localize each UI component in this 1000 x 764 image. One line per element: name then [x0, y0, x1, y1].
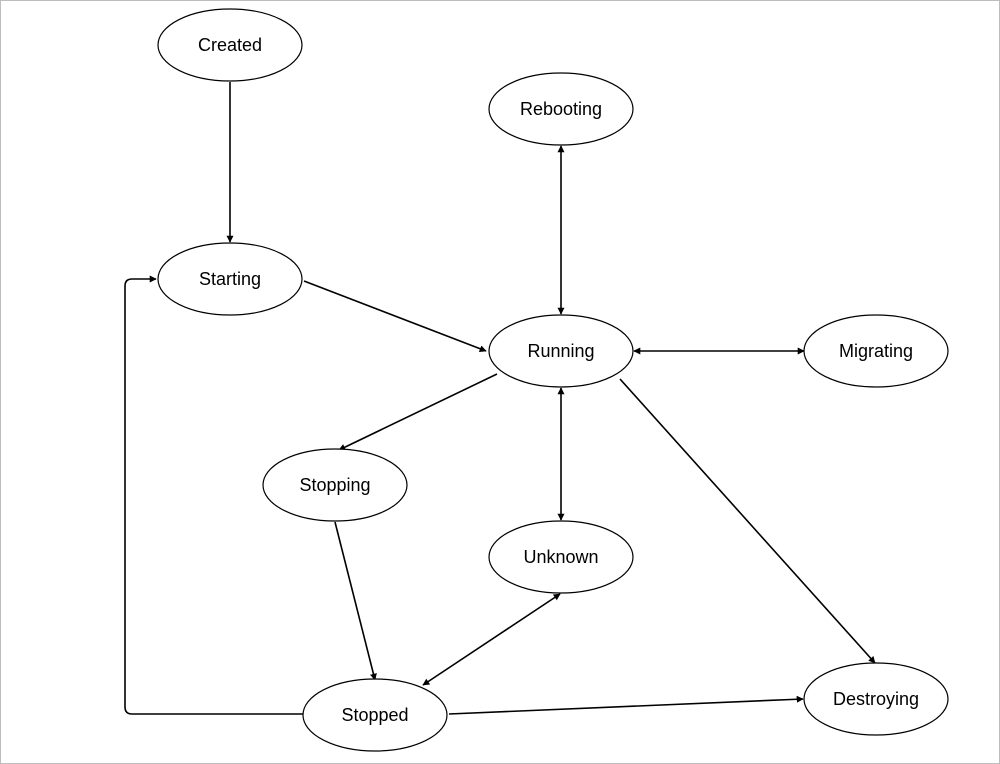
node-migrating: Migrating [803, 314, 949, 388]
edge-stopped-starting [124, 275, 303, 715]
node-created: Created [157, 8, 303, 82]
node-destroying: Destroying [803, 662, 949, 736]
edges [124, 82, 876, 715]
node-stopping-ellipse [262, 448, 408, 522]
node-unknown-label: Unknown [523, 547, 598, 567]
node-created-ellipse [157, 8, 303, 82]
node-destroying-label: Destroying [833, 689, 919, 709]
node-stopped: Stopped [302, 678, 448, 752]
node-rebooting: Rebooting [488, 72, 634, 146]
node-stopping: Stopping [262, 448, 408, 522]
node-running-label: Running [527, 341, 594, 361]
edge-running-destroying [619, 378, 876, 664]
node-starting-ellipse [157, 242, 303, 316]
node-running-ellipse [488, 314, 634, 388]
node-migrating-label: Migrating [839, 341, 913, 361]
edge-stopped-destroying [448, 695, 804, 715]
node-stopping-label: Stopping [299, 475, 370, 495]
node-stopped-label: Stopped [341, 705, 408, 725]
edge-starting-running [303, 280, 487, 353]
edge-stopped-unknown [422, 593, 561, 686]
node-rebooting-ellipse [488, 72, 634, 146]
edge-stopping-stopped [334, 521, 377, 681]
node-migrating-ellipse [803, 314, 949, 388]
node-unknown: Unknown [488, 520, 634, 594]
edge-running-stopping [338, 373, 498, 451]
node-running: Running [488, 314, 634, 388]
node-created-label: Created [198, 35, 262, 55]
node-starting-label: Starting [199, 269, 261, 289]
node-rebooting-label: Rebooting [520, 99, 602, 119]
node-stopped-ellipse [302, 678, 448, 752]
node-destroying-ellipse [803, 662, 949, 736]
node-starting: Starting [157, 242, 303, 316]
node-unknown-ellipse [488, 520, 634, 594]
